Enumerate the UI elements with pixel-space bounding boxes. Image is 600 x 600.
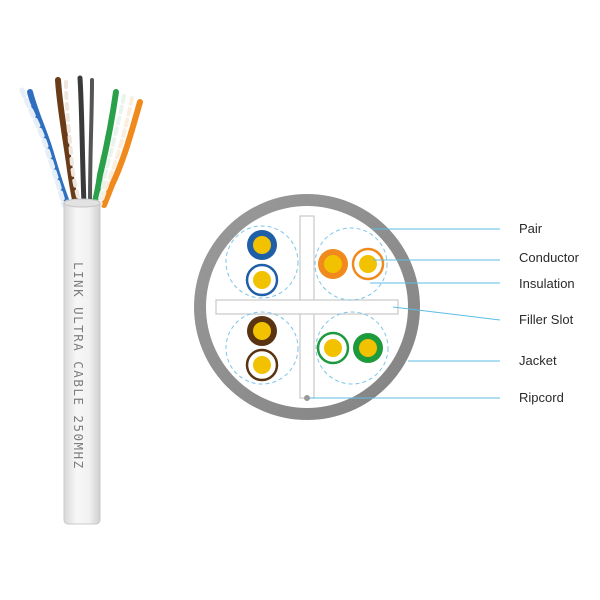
- pair-boundary-blue: [225, 225, 299, 299]
- brown-pair-wire-icon: [55, 77, 82, 208]
- callout-lines: [310, 228, 501, 399]
- brown-pair: [245, 316, 279, 382]
- label-jacket: Jacket: [519, 353, 557, 368]
- label-conductor: Conductor: [519, 250, 580, 265]
- green-pair: [316, 331, 383, 365]
- pair-boundary-brown: [225, 311, 299, 385]
- pair-boundary-orange: [314, 227, 388, 301]
- orange-pair-wire-icon: [98, 96, 143, 208]
- cable-print-text: LINK ULTRA CABLE 250MHZ: [71, 262, 86, 470]
- ripcord-dot: [304, 395, 310, 401]
- filler-cross: [215, 215, 399, 399]
- label-ripcord: Ripcord: [519, 390, 564, 405]
- orange-pair: [318, 247, 385, 281]
- filler-slot-callout-line: [392, 306, 501, 321]
- pair-boundary-green: [315, 311, 389, 385]
- label-pair: Pair: [519, 221, 543, 236]
- blue-pair: [245, 230, 279, 297]
- black-filler-icon: [77, 75, 94, 208]
- cable-illustration: LINK ULTRA CABLE 250MHZ: [19, 75, 143, 525]
- cross-section: [194, 194, 420, 420]
- label-insulation: Insulation: [519, 276, 575, 291]
- green-pair-wire-icon: [91, 89, 126, 208]
- label-filler-slot: Filler Slot: [519, 312, 574, 327]
- blue-pair-wire-icon: [19, 87, 71, 208]
